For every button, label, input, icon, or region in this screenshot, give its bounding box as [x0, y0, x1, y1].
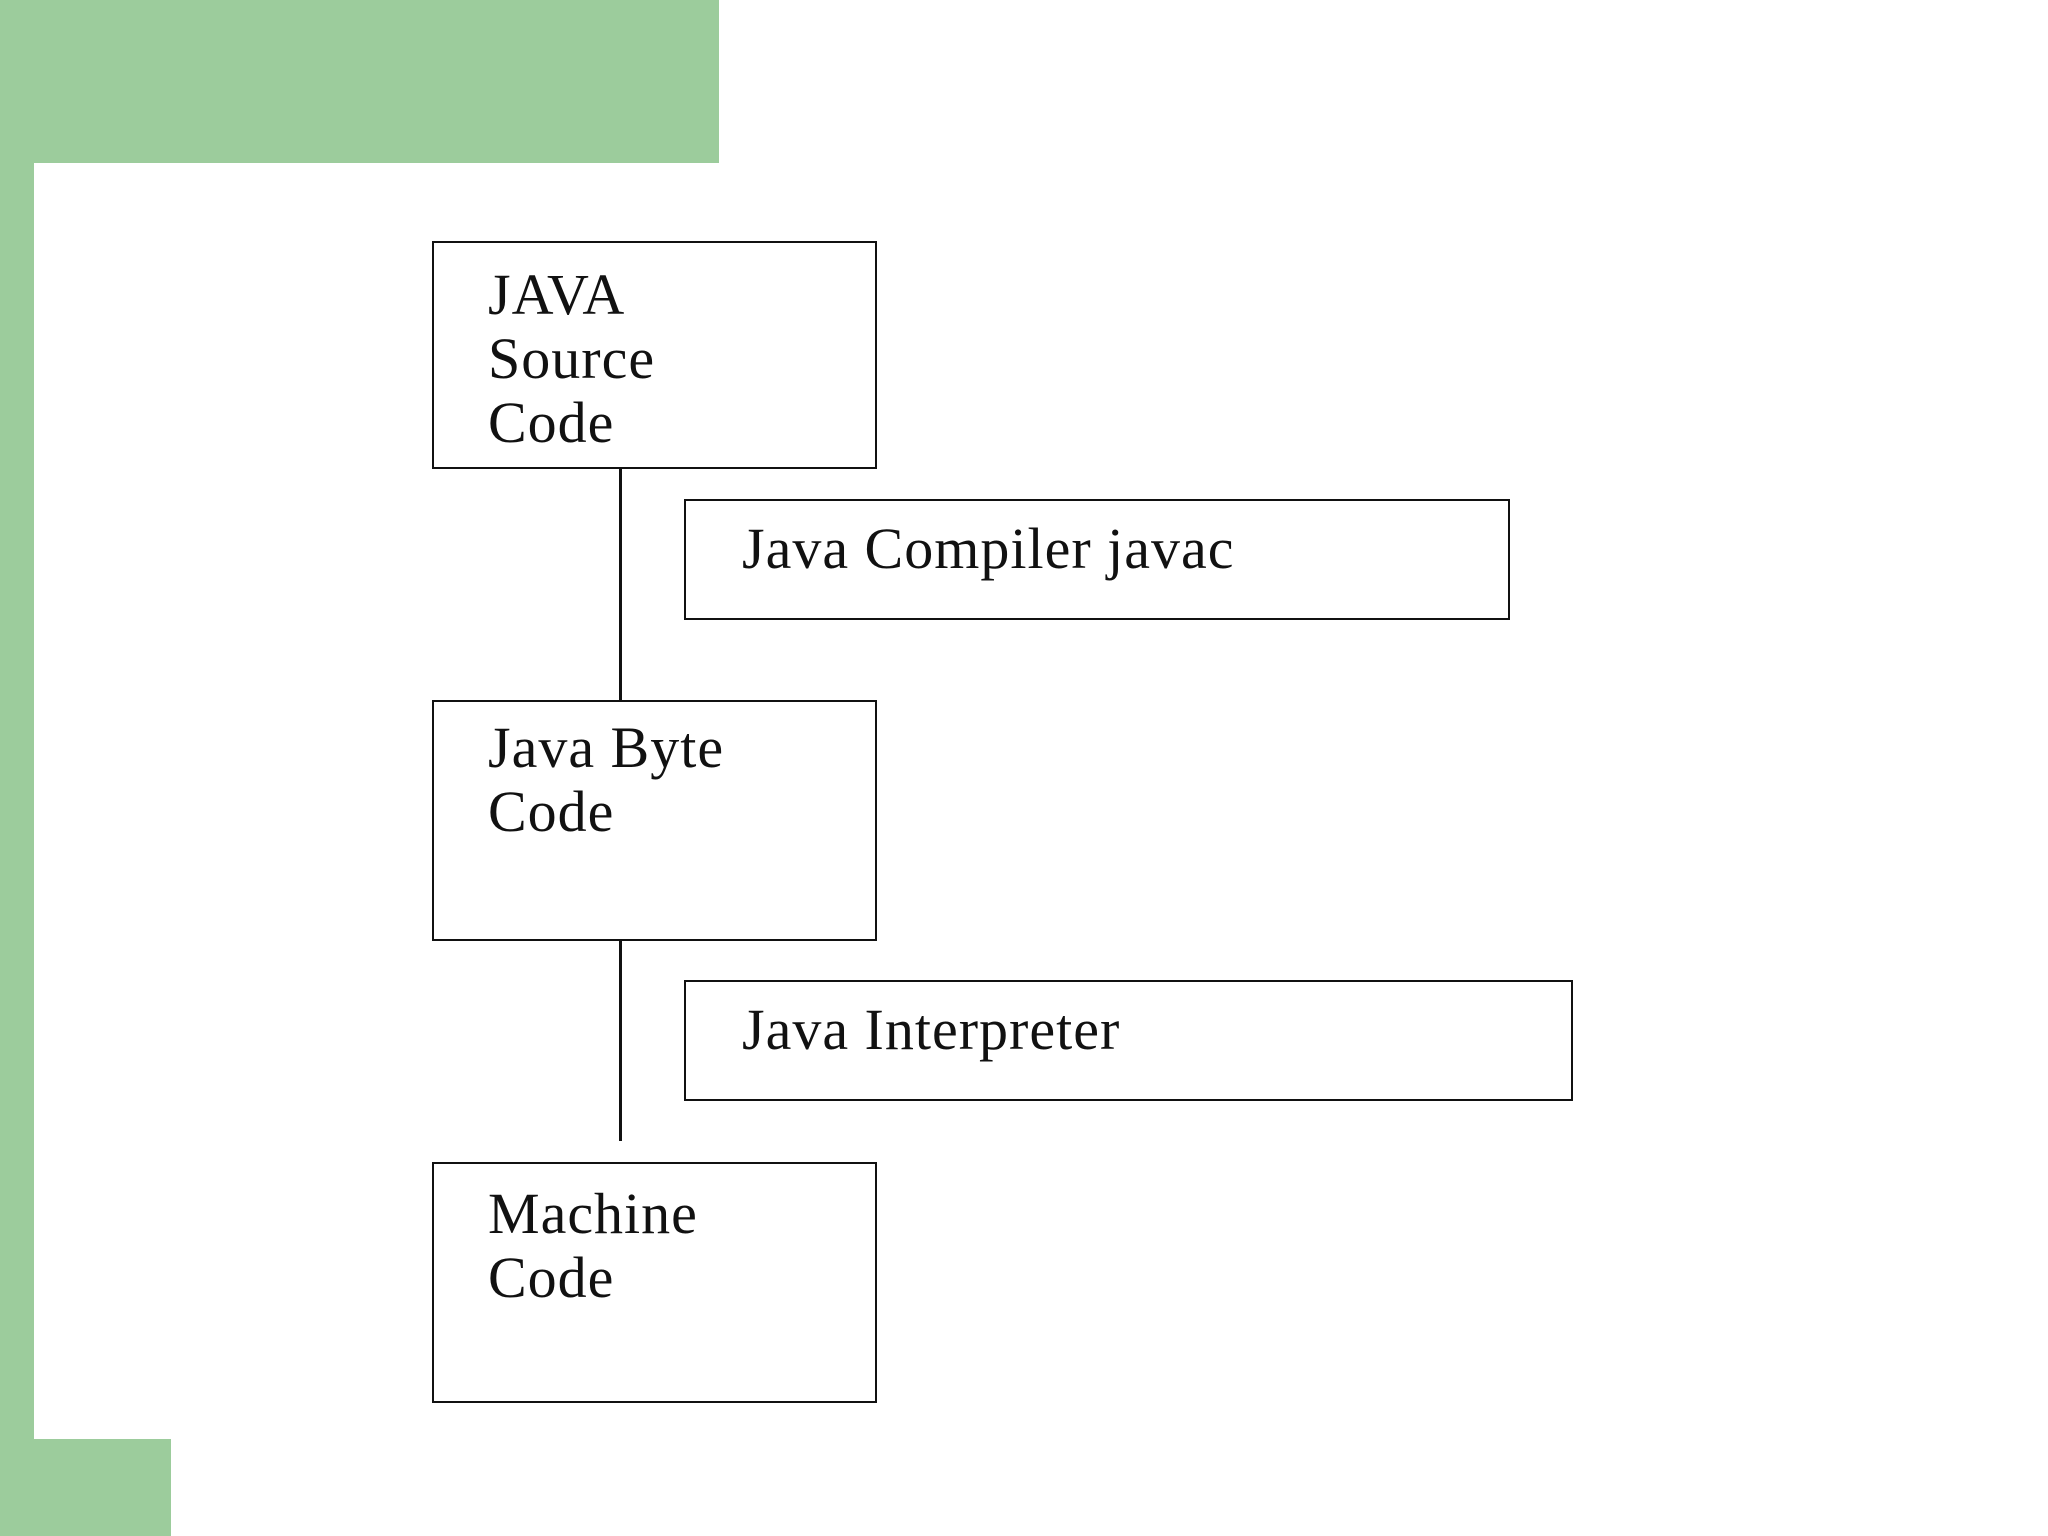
node-label-line: JAVA	[488, 262, 626, 327]
node-java-source-code: JAVA Source Code	[432, 241, 877, 469]
process-java-interpreter: Java Interpreter	[684, 980, 1573, 1101]
node-label-line: Java Byte	[488, 715, 725, 780]
node-java-byte-code: Java Byte Code	[432, 700, 877, 941]
node-label-line: Code	[488, 390, 615, 455]
node-label: Machine Code	[488, 1182, 698, 1310]
connector-bytecode-to-machine	[619, 941, 622, 1141]
node-label-line: Source	[488, 326, 656, 391]
decorative-left-bar	[0, 0, 34, 1536]
node-label-line: Code	[488, 1245, 615, 1310]
process-label: Java Interpreter	[742, 997, 1121, 1062]
node-label-line: Code	[488, 779, 615, 844]
decorative-top-band	[0, 0, 719, 163]
decorative-bottom-block	[0, 1439, 171, 1536]
process-java-compiler: Java Compiler javac	[684, 499, 1510, 620]
node-label: Java Byte Code	[488, 716, 724, 844]
node-label: JAVA Source Code	[488, 263, 655, 455]
connector-source-to-bytecode	[619, 469, 622, 700]
process-label: Java Compiler javac	[742, 516, 1235, 581]
node-label-line: Machine	[488, 1181, 698, 1246]
node-machine-code: Machine Code	[432, 1162, 877, 1403]
